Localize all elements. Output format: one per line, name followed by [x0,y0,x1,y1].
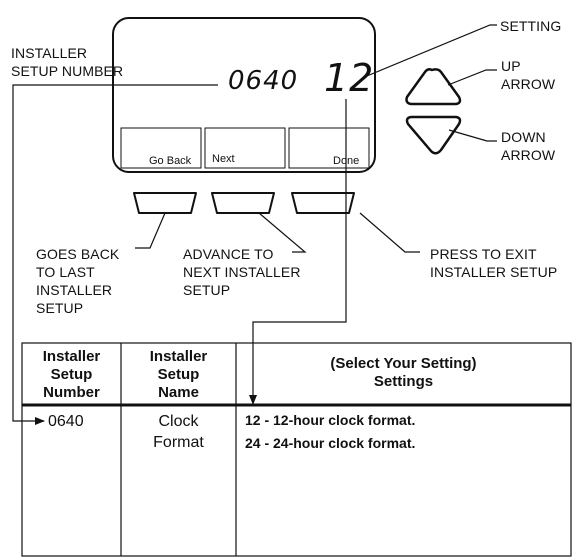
softkey-go-back-label: Go Back [149,155,192,167]
up-arrow-label: UP ARROW [501,58,556,92]
display-screen [112,17,376,173]
press-to-exit-label: PRESS TO EXIT INSTALLER SETUP [430,246,558,280]
softkey-next-label: Next [212,153,235,165]
up-arrow-icon [405,68,462,106]
down-arrow-button[interactable] [405,115,463,157]
row-setup-name: Clock Format [153,413,204,451]
settings-table-grid [21,342,572,557]
down-arrow-icon [405,115,462,155]
display-setting-value: 12 [324,56,375,100]
display-setup-number: 0640 [228,66,299,96]
go-back-button[interactable] [132,191,198,215]
next-button-shape [211,192,275,214]
done-button-shape [291,192,355,214]
goes-back-label: GOES BACK TO LAST INSTALLER SETUP [36,246,120,316]
header-settings: (Select Your Setting) Settings [330,355,477,390]
row-setup-number: 0640 [48,413,84,430]
up-arrow-button[interactable] [405,66,463,106]
header-installer-setup-number: Installer Setup Number [42,348,101,401]
softkey-zone-next [204,127,286,169]
down-arrow-label: DOWN ARROW [501,129,556,163]
installer-setup-number-label: INSTALLER SETUP NUMBER [11,45,124,79]
advance-label: ADVANCE TO NEXT INSTALLER SETUP [183,246,301,298]
go-back-button-shape [133,192,197,214]
row-setting-option-24: 24 - 24-hour clock format. [245,435,416,451]
row-setting-option-12: 12 - 12-hour clock format. [245,412,416,428]
softkey-done-label: Done [333,155,360,167]
setting-label: SETTING [500,18,562,34]
done-button[interactable] [290,191,356,215]
next-button[interactable] [210,191,276,215]
softkey-zone-go-back [120,127,202,169]
header-installer-setup-name: Installer Setup Name [149,348,208,401]
softkey-zone-done [288,127,370,169]
